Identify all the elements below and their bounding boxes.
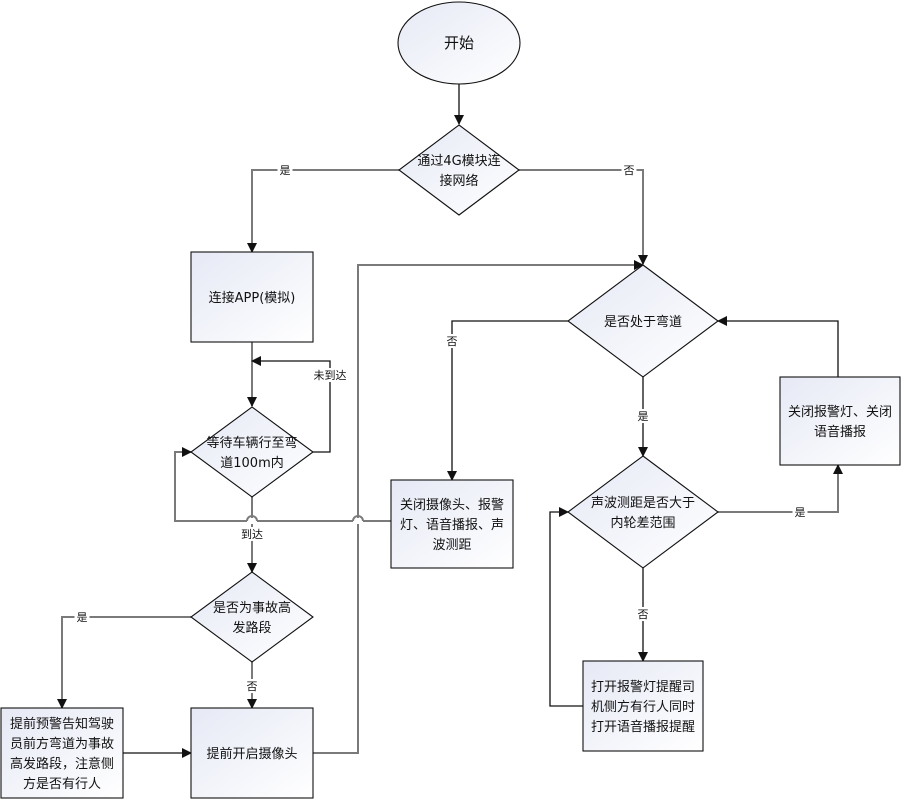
node-label: 声波测距是否大于 bbox=[591, 496, 695, 511]
process-box bbox=[190, 251, 314, 343]
edge-label-bg bbox=[792, 505, 808, 519]
edge-label: 否 bbox=[624, 164, 635, 177]
process-box bbox=[190, 707, 314, 799]
decision-diamond bbox=[567, 455, 719, 569]
node-label: 内轮差范围 bbox=[610, 515, 675, 531]
node-label: 发路段 bbox=[232, 620, 271, 636]
process-box bbox=[0, 707, 124, 799]
edge-label-bg bbox=[311, 368, 349, 382]
node-label: 提前开启摄像头 bbox=[206, 746, 297, 762]
process-box bbox=[390, 479, 514, 569]
node-label: 方是否有行人 bbox=[23, 776, 101, 792]
node-label: 等待车辆行至弯 bbox=[206, 435, 297, 451]
node-label: 通过4G模块连 bbox=[417, 153, 500, 169]
edge-label: 是 bbox=[77, 611, 88, 624]
node-label: 打开语音播报提醒 bbox=[591, 719, 695, 735]
line-jump-hop bbox=[246, 515, 258, 522]
edge-label: 是 bbox=[638, 410, 649, 423]
node-connect-app: 连接APP(模拟) bbox=[190, 251, 314, 343]
edge-label: 未到达 bbox=[314, 369, 347, 382]
node-label: 关闭摄像头、报警 bbox=[400, 497, 504, 513]
line-jump-mask bbox=[247, 518, 257, 524]
edge-network-to-in-curve bbox=[519, 169, 648, 265]
node-label: 打开报警灯提醒司 bbox=[591, 679, 695, 695]
edge-close-alarm-to-in-curve bbox=[549, 507, 583, 707]
edge-sonar-check-to-close-alarm bbox=[718, 464, 843, 513]
node-label: 灯、语音播报、声 bbox=[400, 517, 504, 533]
node-label: 接网络 bbox=[439, 173, 478, 189]
edge-open-camera-to-in-curve bbox=[313, 260, 644, 754]
node-label: 连接APP(模拟) bbox=[209, 290, 296, 306]
edge-label: 是 bbox=[795, 506, 806, 519]
node-start: 开始 bbox=[397, 1, 521, 85]
edge-label: 否 bbox=[638, 608, 649, 621]
decision-diamond bbox=[398, 124, 520, 216]
decision-diamond bbox=[567, 264, 719, 378]
edge-label-bg bbox=[277, 163, 293, 177]
edge-label-bg bbox=[244, 679, 260, 693]
line-jump-hop bbox=[352, 515, 364, 522]
node-in-curve: 是否处于弯道 bbox=[567, 264, 719, 378]
edge-label-bg bbox=[635, 607, 651, 621]
line-jump-mask bbox=[353, 518, 363, 524]
edge-label-bg bbox=[74, 610, 90, 624]
edge-in-curve-to-close-all bbox=[447, 320, 568, 481]
edge-label: 否 bbox=[447, 335, 458, 348]
node-label: 道100m内 bbox=[220, 455, 283, 471]
node-label: 是否处于弯道 bbox=[604, 314, 682, 330]
node-label: 是否为事故高 bbox=[213, 600, 291, 616]
edge-label-bg bbox=[621, 163, 637, 177]
node-label: 开始 bbox=[444, 34, 474, 52]
node-close-all: 关闭摄像头、报警灯、语音播报、声波测距 bbox=[390, 479, 514, 569]
node-label: 波测距 bbox=[432, 538, 471, 553]
edge-label: 是 bbox=[280, 164, 291, 177]
node-label: 员前方弯道为事故 bbox=[10, 736, 114, 752]
decision-diamond bbox=[190, 571, 314, 663]
edge-wait-vehicle-to-wait-vehicle bbox=[251, 356, 331, 453]
decision-diamond bbox=[190, 406, 314, 498]
terminal-ellipse bbox=[397, 1, 521, 85]
edge-close-all-to-wait-vehicle bbox=[174, 447, 391, 522]
process-box bbox=[582, 660, 704, 752]
edge-open-alarm-to-sonar-check bbox=[717, 316, 839, 377]
node-label: 机侧方有行人同时 bbox=[591, 699, 695, 715]
process-box bbox=[779, 376, 901, 466]
edge-accident-zone-to-pre-warning bbox=[57, 616, 191, 709]
edge-label: 否 bbox=[247, 680, 258, 693]
node-open-camera: 提前开启摄像头 bbox=[190, 707, 314, 799]
node-label: 关闭报警灯、关闭 bbox=[788, 404, 892, 420]
edge-label-bg bbox=[239, 527, 265, 541]
edge-label-bg bbox=[635, 409, 651, 423]
node-label: 语音播报 bbox=[814, 424, 866, 440]
edge-network-to-connect-app bbox=[247, 169, 399, 253]
edge-label: 到达 bbox=[241, 528, 263, 541]
node-label: 高发路段，注意侧 bbox=[10, 756, 114, 772]
edge-label-bg bbox=[444, 334, 460, 348]
node-label: 提前预警告知驾驶 bbox=[10, 716, 114, 732]
